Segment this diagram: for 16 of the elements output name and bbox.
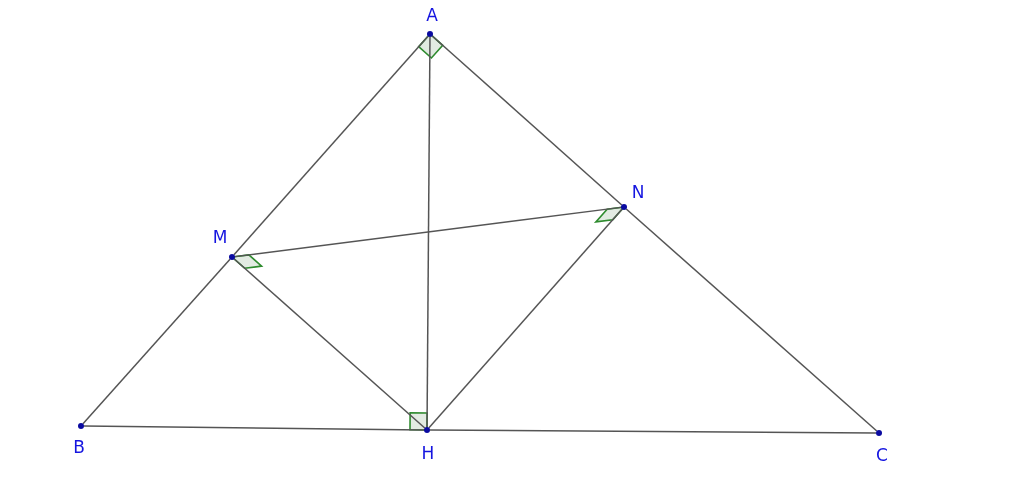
line-segment [83, 425, 425, 431]
line-segment [429, 429, 877, 434]
line-segment [233, 258, 426, 429]
line-segment [428, 208, 623, 429]
point-label: M [212, 227, 228, 247]
point-label: N [630, 182, 646, 202]
line-segment [234, 206, 622, 258]
line-segment [82, 258, 231, 425]
line-segment [431, 35, 623, 206]
line-segment [625, 208, 878, 432]
point-label: A [425, 5, 439, 25]
line-segment [233, 35, 429, 256]
line-segment [426, 36, 431, 428]
point-label: H [420, 443, 436, 463]
point-label: B [72, 437, 86, 457]
point-label: C [875, 445, 889, 465]
